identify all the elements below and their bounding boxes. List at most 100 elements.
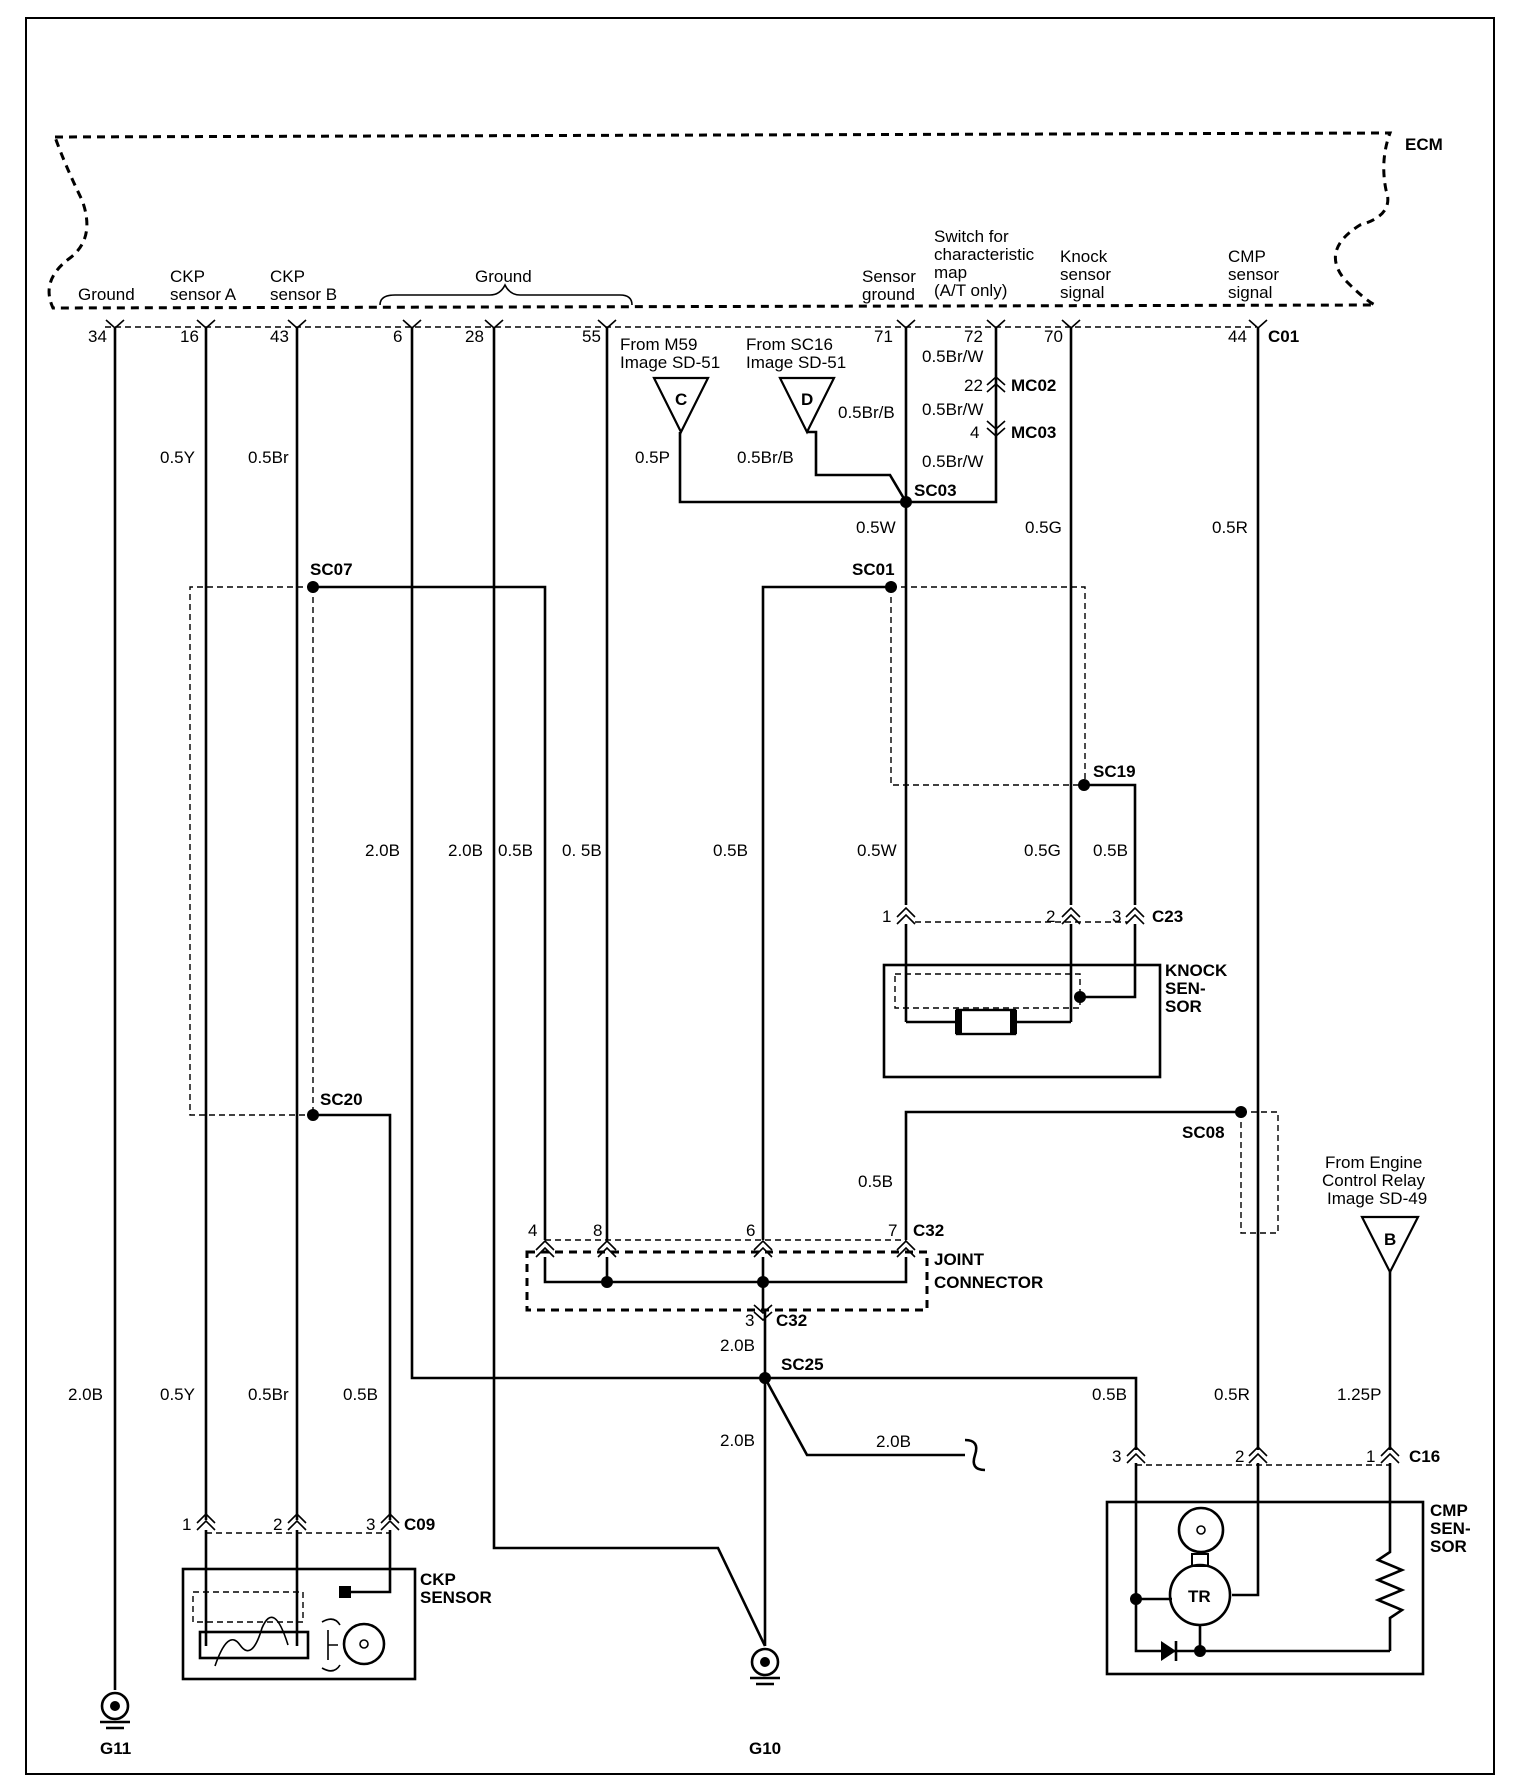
- pin-55-num: 55: [582, 327, 601, 346]
- ground-icon: [750, 1647, 780, 1677]
- ground-g10: G10: [749, 1647, 781, 1758]
- wire-label-c32-8: 0. 5B: [562, 841, 602, 860]
- wire-label-branch: 2.0B: [876, 1432, 911, 1451]
- splice-sc03: [900, 496, 912, 508]
- pin-72-label-4: (A/T only): [934, 281, 1007, 300]
- pin-72-label-1: Switch for: [934, 227, 1009, 246]
- splices: SC03 SC07 SC01 SC19 SC20 SC08 SC25: [307, 481, 1247, 1384]
- wire-label-g10: 2.0B: [720, 1431, 755, 1450]
- c09-pin-2: 2: [273, 1515, 282, 1534]
- pin-16-num: 16: [180, 327, 199, 346]
- splice-sc25-label: SC25: [781, 1355, 824, 1374]
- ref-b-letter: B: [1384, 1230, 1396, 1249]
- pin-34-num: 34: [88, 327, 107, 346]
- pin-44-label-3: signal: [1228, 283, 1272, 302]
- pin-70-label-3: signal: [1060, 283, 1104, 302]
- c09-pin-3: 3: [366, 1515, 375, 1534]
- connector-c23: 1 2 3 C23: [882, 906, 1183, 926]
- page-border: [25, 17, 1495, 1775]
- pin-71-label-1: Sensor: [862, 267, 916, 286]
- connector-c16: 3 2 1 C16: [1112, 1445, 1440, 1466]
- wire-label-ref-c: 0.5P: [635, 448, 670, 467]
- pin-34-label: Ground: [78, 285, 135, 304]
- wire-label-sc03-down: 0.5W: [856, 518, 896, 537]
- wire-label-p72-a: 0.5Br/W: [922, 347, 983, 366]
- wire-label-ckp-1: 0.5Y: [160, 1385, 195, 1404]
- c23-label: C23: [1152, 907, 1183, 926]
- joint-connector-label-2: CONNECTOR: [934, 1273, 1043, 1292]
- wire-label-ckp-2: 0.5Br: [248, 1385, 289, 1404]
- wire-label-p28: 2.0B: [448, 841, 483, 860]
- wire-label-g11: 2.0B: [68, 1385, 103, 1404]
- wire-label-ref-d-1: 0.5Br/B: [737, 448, 794, 467]
- wire-label-knock-1: 0.5W: [857, 841, 897, 860]
- knock-sensor-label-2: SEN-: [1165, 979, 1206, 998]
- pin-44-num: 44: [1228, 327, 1247, 346]
- ckp-sensor-label-2: SENSOR: [420, 1588, 492, 1607]
- joint-connector: 4 8 6 7 C32 3 C32 JOINT CONNECTOR: [525, 1221, 1043, 1330]
- splice-sc20: [307, 1109, 319, 1121]
- wire-label-c32-4: 0.5B: [498, 841, 533, 860]
- c32-pin-4: 4: [528, 1221, 537, 1240]
- splice-sc03-label: SC03: [914, 481, 957, 500]
- pin-44-label-1: CMP: [1228, 247, 1266, 266]
- knock-sensor-label-1: KNOCK: [1165, 961, 1228, 980]
- cmp-sensor: TR CMP SEN- SOR: [1105, 1463, 1471, 1676]
- ground-icon: [100, 1691, 130, 1721]
- cmp-sensor-label-3: SOR: [1430, 1537, 1467, 1556]
- wire-label-c32-6: 0.5B: [713, 841, 748, 860]
- connector-c09: 1 2 3 C09: [182, 1512, 435, 1534]
- wire-label-p70: 0.5G: [1025, 518, 1062, 537]
- tr-label: TR: [1188, 1587, 1211, 1606]
- ref-c-letter: C: [675, 390, 687, 409]
- splice-sc19-label: SC19: [1093, 762, 1136, 781]
- pin-43-label-2: sensor B: [270, 285, 337, 304]
- ecm-module: ECM: [47, 131, 1443, 310]
- mc02-label: MC02: [1011, 376, 1056, 395]
- wires: [113, 328, 1392, 1690]
- wire-labels: 0.5Y 0.5Br 0.5P 0.5Br/B 0.5Br/B 0.5Br/W …: [68, 347, 1381, 1451]
- pin-16-label-2: sensor A: [170, 285, 237, 304]
- c16-pin-1: 1: [1366, 1447, 1375, 1466]
- wire-label-knock-3: 0.5B: [1093, 841, 1128, 860]
- c23-pin-2: 2: [1046, 907, 1055, 926]
- knock-sensor: KNOCK SEN- SOR: [882, 924, 1228, 1079]
- pin-44-label-2: sensor: [1228, 265, 1279, 284]
- shield-lines: [189, 586, 1279, 1234]
- connector-mc02-mc03: 22 MC02 4 MC03: [964, 375, 1056, 442]
- splice-sc01-label: SC01: [852, 560, 895, 579]
- wire-label-p72-b: 0.5Br/W: [922, 400, 983, 419]
- c23-pin-3: 3: [1112, 907, 1121, 926]
- wire-label-c32-3: 2.0B: [720, 1336, 755, 1355]
- splice-sc25: [759, 1372, 771, 1384]
- splice-sc01: [885, 581, 897, 593]
- ckp-sensor-label-1: CKP: [420, 1570, 456, 1589]
- pin-43-label-1: CKP: [270, 267, 305, 286]
- ref-b-line-2: Control Relay: [1322, 1171, 1425, 1190]
- wire-label-p72-c: 0.5Br/W: [922, 452, 983, 471]
- pin-70-num: 70: [1044, 327, 1063, 346]
- mc03-label: MC03: [1011, 423, 1056, 442]
- pin-71-label-2: ground: [862, 285, 915, 304]
- ecm-label: ECM: [1405, 135, 1443, 154]
- reference-c: From M59 Image SD-51 C: [620, 335, 720, 435]
- splice-sc19: [1078, 779, 1090, 791]
- c32-pin-7: 7: [888, 1221, 897, 1240]
- ref-b-line-1: From Engine: [1325, 1153, 1422, 1172]
- c23-pin-1: 1: [882, 907, 891, 926]
- pin-28-num: 28: [465, 327, 484, 346]
- pin-16-label-1: CKP: [170, 267, 205, 286]
- wire-label-ref-d-2: 0.5Br/B: [838, 403, 895, 422]
- pin-71-num: 71: [874, 327, 893, 346]
- ground-group-label: Ground: [475, 267, 532, 286]
- pin-72-num: 72: [964, 327, 983, 346]
- ref-d-line-2: Image SD-51: [746, 353, 846, 372]
- reference-d: From SC16 Image SD-51 D: [746, 335, 846, 435]
- wire-label-p16: 0.5Y: [160, 448, 195, 467]
- pin-72-label-3: map: [934, 263, 967, 282]
- c16-label: C16: [1409, 1447, 1440, 1466]
- pin-72-label-2: characteristic: [934, 245, 1035, 264]
- mc02-chevron: [986, 375, 1006, 393]
- c32-pin-6: 6: [746, 1221, 755, 1240]
